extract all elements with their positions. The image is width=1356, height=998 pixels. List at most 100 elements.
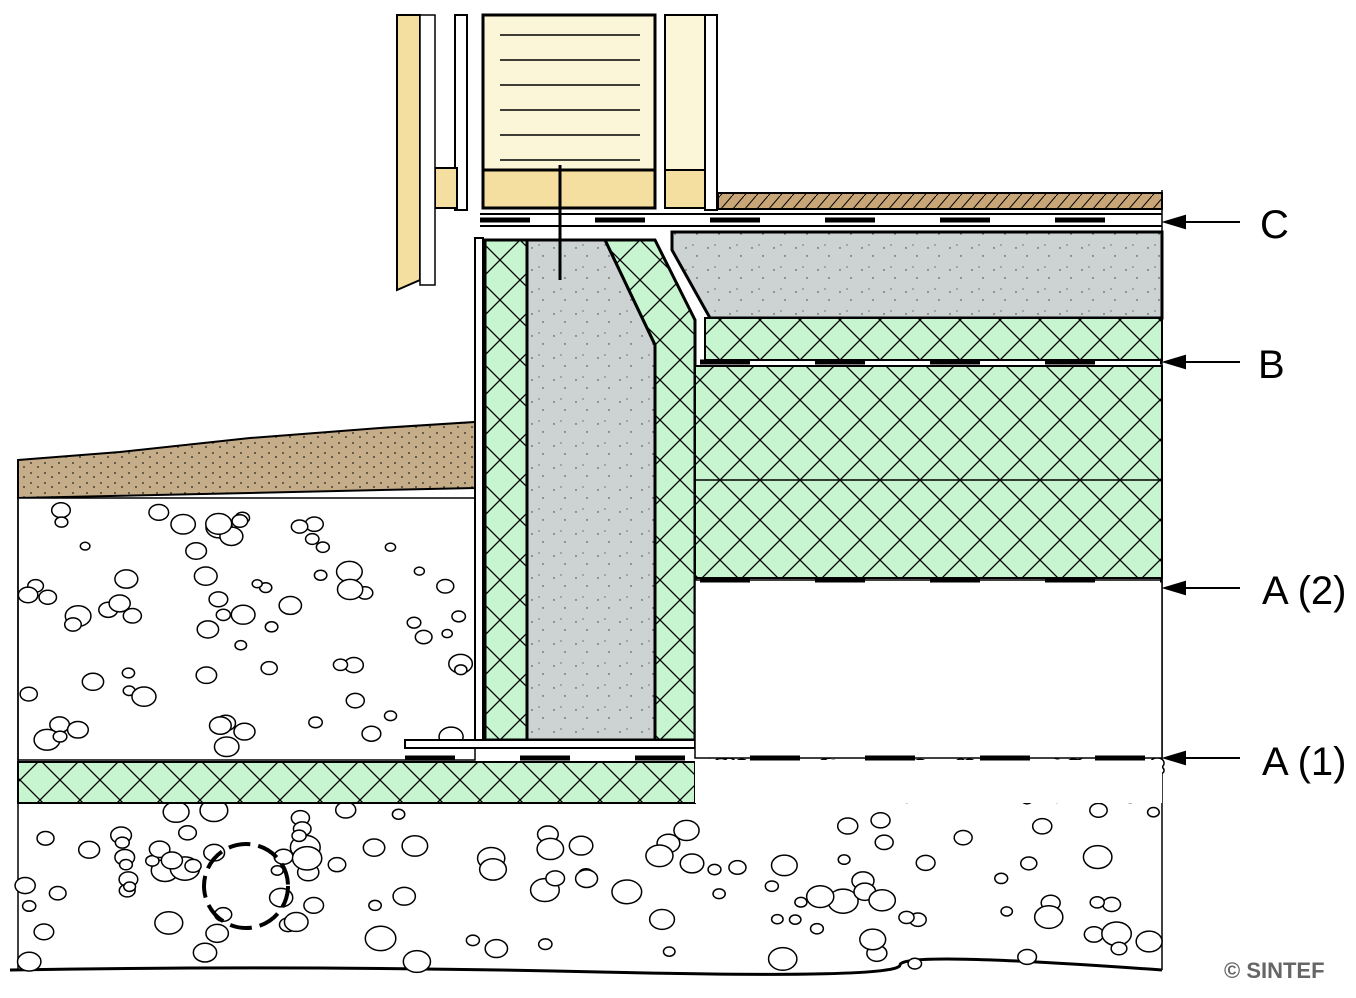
stone	[770, 913, 784, 925]
stone	[536, 837, 565, 861]
stone	[368, 899, 383, 912]
stone	[568, 835, 594, 856]
stone	[77, 840, 101, 859]
stone	[679, 853, 705, 874]
stone	[465, 934, 481, 947]
stone	[611, 879, 643, 905]
stone	[1020, 856, 1038, 871]
stone	[233, 722, 256, 741]
stone	[38, 589, 58, 605]
stone	[484, 938, 509, 959]
stone	[451, 610, 467, 623]
stone	[251, 578, 263, 589]
stone	[121, 667, 136, 679]
copyright: © SINTEF	[1224, 958, 1325, 983]
drain-pipe	[202, 842, 290, 930]
stone	[33, 923, 55, 941]
stone	[315, 541, 331, 554]
stone	[1031, 817, 1053, 835]
stone	[413, 566, 426, 576]
stone	[304, 532, 320, 546]
slab-insulation	[694, 365, 1163, 579]
stone	[574, 869, 599, 889]
stone	[392, 886, 417, 906]
stone	[728, 859, 747, 876]
stone	[204, 512, 233, 535]
stone	[195, 666, 218, 685]
arrows	[1161, 214, 1240, 766]
stone	[767, 946, 798, 972]
stone	[332, 658, 349, 672]
stone	[79, 541, 91, 551]
stone	[290, 519, 309, 534]
stone	[1082, 844, 1113, 870]
stone	[436, 578, 455, 594]
stone	[805, 884, 835, 909]
stone	[953, 829, 973, 846]
label-b: B	[1258, 343, 1285, 387]
stone	[1000, 906, 1014, 917]
stone	[383, 710, 398, 722]
stone	[14, 876, 36, 895]
stone	[170, 513, 197, 535]
stone	[208, 716, 232, 736]
stone	[313, 569, 328, 581]
stone	[401, 834, 429, 857]
stone	[406, 616, 422, 629]
stone	[1089, 895, 1105, 909]
concrete-slab	[670, 230, 1164, 320]
stone	[192, 942, 218, 963]
stone	[414, 629, 433, 645]
stone	[915, 854, 936, 872]
label-a1: A (1)	[1262, 740, 1347, 784]
stone	[645, 844, 674, 868]
stone	[478, 858, 508, 881]
stone	[836, 817, 859, 835]
stone	[794, 896, 808, 908]
stone	[994, 872, 1009, 885]
stone	[291, 845, 323, 871]
stone	[673, 819, 700, 842]
stone	[36, 830, 55, 846]
stone	[707, 863, 722, 876]
stone	[230, 604, 256, 625]
stone	[215, 608, 232, 622]
stone	[441, 628, 454, 639]
stone	[868, 889, 897, 912]
stone	[52, 730, 68, 743]
stone	[213, 736, 240, 758]
stone	[50, 502, 72, 519]
stone	[193, 566, 218, 586]
stone	[21, 900, 37, 913]
slab-insulation-top	[704, 317, 1163, 361]
stone	[118, 858, 134, 871]
stone	[1083, 925, 1105, 943]
stone	[384, 542, 397, 553]
stone	[859, 928, 887, 951]
concrete-wall	[525, 238, 657, 742]
stone	[870, 811, 891, 829]
membranes	[405, 217, 1162, 761]
stone	[162, 800, 190, 824]
stone	[361, 725, 382, 742]
stone	[278, 595, 303, 616]
stone	[231, 514, 249, 529]
stone	[154, 911, 184, 935]
stone	[327, 856, 347, 873]
stone	[208, 591, 229, 608]
stone	[148, 503, 170, 521]
stone	[17, 586, 39, 604]
stone	[185, 541, 208, 560]
stone	[48, 885, 67, 901]
stone	[177, 824, 198, 841]
stone	[648, 908, 676, 931]
stone	[108, 594, 131, 613]
stone	[1146, 806, 1160, 818]
stone	[712, 888, 726, 900]
stone	[764, 880, 780, 893]
stone	[391, 808, 406, 820]
stone	[1135, 930, 1163, 953]
topsoil	[17, 420, 476, 500]
stone	[364, 925, 397, 952]
